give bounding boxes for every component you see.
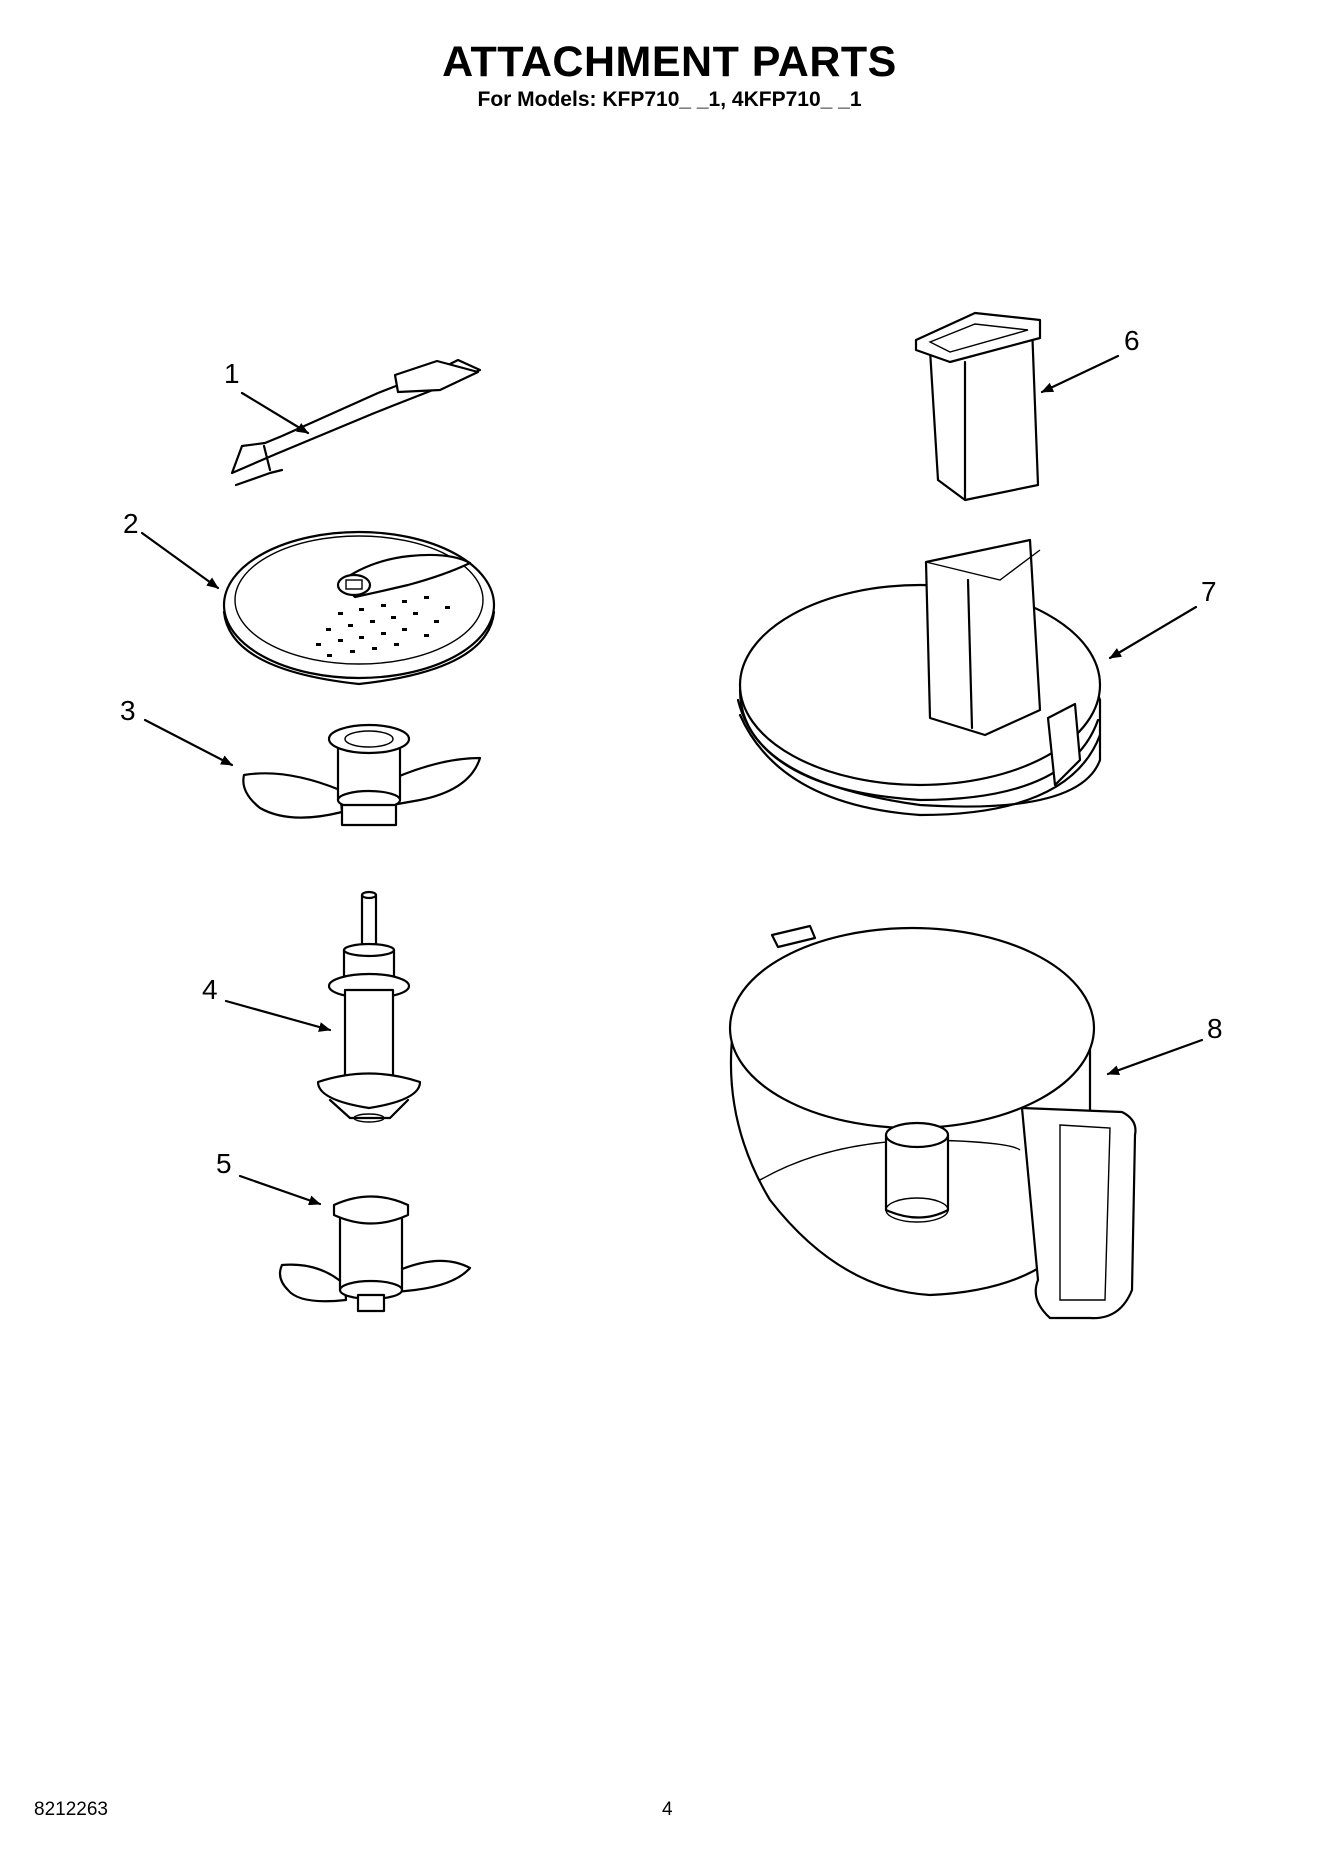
callout-1: 1 xyxy=(224,358,240,389)
leader-arrows xyxy=(140,354,1204,1206)
leader-arrow-3 xyxy=(143,718,234,767)
part-1-spatula xyxy=(230,358,482,487)
part-7-bowl-cover xyxy=(736,538,1102,817)
leader-arrow-2 xyxy=(140,531,220,590)
part-2-disc xyxy=(222,530,496,686)
part-4-drive-adapter xyxy=(316,890,422,1123)
page-number: 4 xyxy=(662,1799,673,1820)
callout-4: 4 xyxy=(202,974,218,1005)
part-3-blade xyxy=(242,723,482,827)
callout-5: 5 xyxy=(216,1148,232,1179)
callout-2: 2 xyxy=(123,508,139,539)
models-subtitle: For Models: KFP710_ _1, 4KFP710_ _1 xyxy=(477,88,862,111)
leader-arrow-5 xyxy=(238,1174,322,1206)
callout-7: 7 xyxy=(1201,576,1217,607)
part-6-food-pusher xyxy=(914,311,1042,502)
part-5-mini-blade xyxy=(278,1195,472,1313)
leader-arrow-4 xyxy=(224,999,332,1032)
leader-arrow-8 xyxy=(1106,1038,1204,1076)
page-title: ATTACHMENT PARTS xyxy=(442,38,897,86)
callout-8: 8 xyxy=(1207,1013,1223,1044)
callout-3: 3 xyxy=(120,695,136,726)
document-number: 8212263 xyxy=(34,1799,108,1820)
leader-arrow-7 xyxy=(1108,605,1198,660)
leader-arrow-6 xyxy=(1040,354,1120,394)
leader-arrow-1 xyxy=(240,391,310,435)
part-8-work-bowl xyxy=(728,924,1137,1320)
callout-6: 6 xyxy=(1124,325,1140,356)
